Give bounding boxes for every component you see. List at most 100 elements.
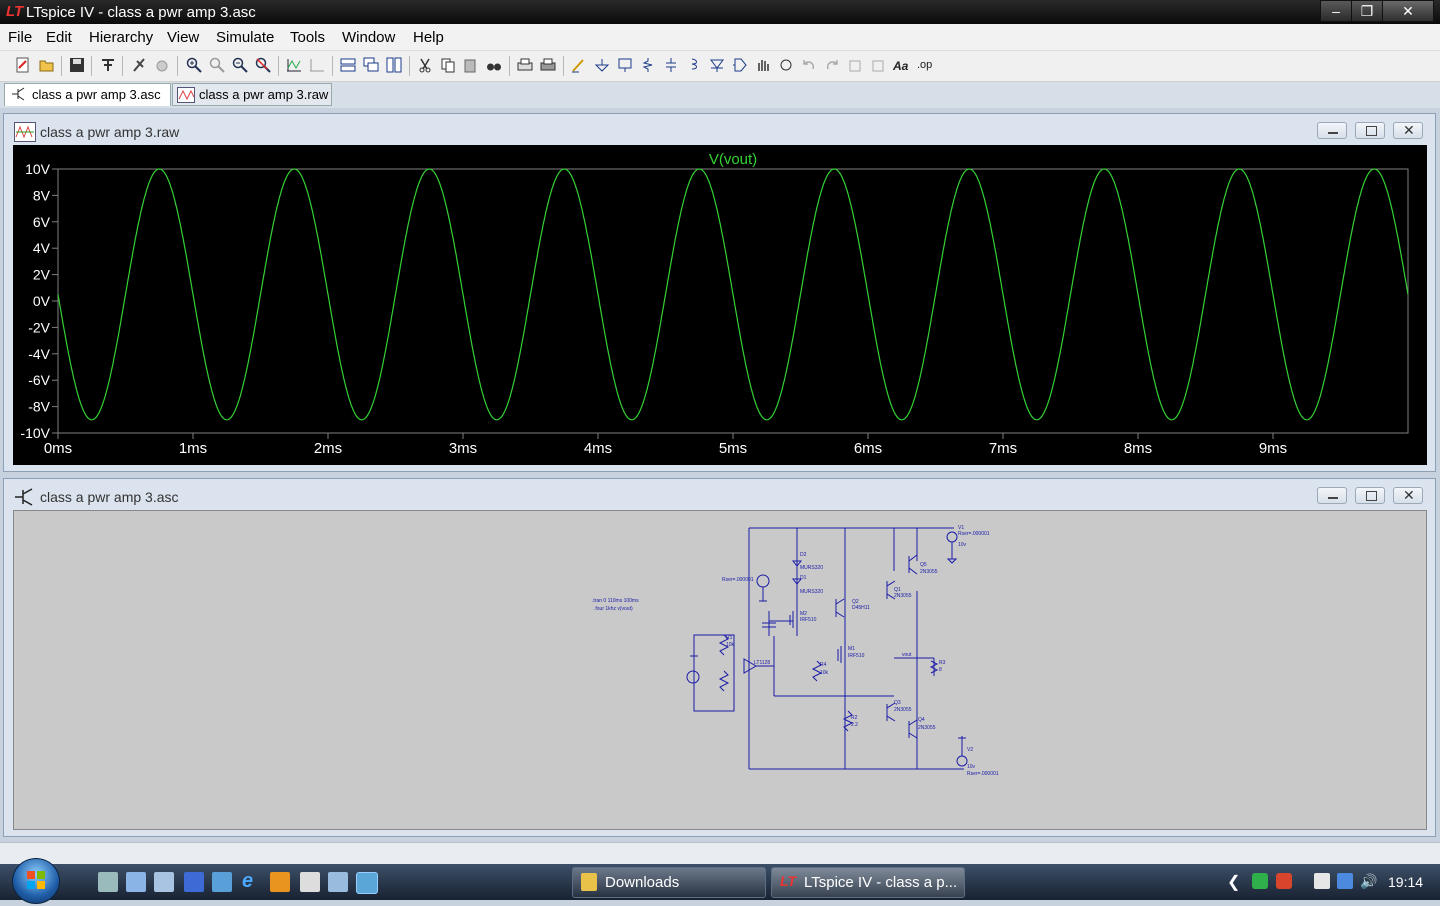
r1-label: R1: [726, 635, 733, 641]
waveform-icon: [177, 87, 195, 103]
bias-rser: Rser=.000001: [722, 577, 754, 583]
tile-horizontal-icon[interactable]: [340, 57, 356, 73]
cut-icon[interactable]: [417, 57, 433, 73]
rotate-icon[interactable]: [847, 57, 863, 73]
waveform-maximize-button[interactable]: [1355, 122, 1385, 139]
tray-network-icon[interactable]: [1337, 873, 1353, 889]
pan-icon[interactable]: [209, 57, 225, 73]
menu-bar: File Edit Hierarchy View Simulate Tools …: [0, 24, 1440, 51]
taskbar-ltspice-label: LTspice IV - class a p...: [804, 874, 958, 891]
taskbar-ltspice[interactable]: LT LTspice IV - class a p...: [771, 867, 965, 898]
spice-directive-tran[interactable]: .tran 0 110ms 100ms: [592, 598, 639, 604]
internet-explorer-icon[interactable]: e: [242, 870, 254, 892]
ltspice-quicklaunch-icon[interactable]: [356, 872, 378, 894]
menu-hierarchy[interactable]: Hierarchy: [89, 29, 154, 46]
tray-check-icon[interactable]: [1252, 873, 1268, 889]
drag-hand-icon[interactable]: [778, 57, 794, 73]
waveform-window-title: class a pwr amp 3.raw: [40, 124, 180, 140]
schematic-canvas[interactable]: .tran 0 110ms 100ms .four 1khz v(vout) D…: [13, 510, 1427, 830]
schematic-window[interactable]: class a pwr amp 3.asc ✕: [3, 478, 1436, 837]
zoom-out-icon[interactable]: [232, 57, 248, 73]
schematic-drawing[interactable]: .tran 0 110ms 100ms .four 1khz v(vout) D…: [14, 511, 1428, 831]
menu-edit[interactable]: Edit: [46, 29, 72, 46]
quicklaunch-documents-icon[interactable]: [154, 872, 174, 892]
y-tick-label: 2V: [33, 267, 51, 283]
waveform-close-button[interactable]: ✕: [1393, 122, 1423, 139]
quicklaunch-window-icon[interactable]: [184, 872, 204, 892]
x-tick-label: 7ms: [989, 440, 1017, 457]
tray-expand-icon[interactable]: ❮: [1227, 874, 1241, 891]
menu-simulate[interactable]: Simulate: [216, 29, 275, 46]
menu-tools[interactable]: Tools: [290, 29, 326, 46]
diode-icon[interactable]: [709, 57, 725, 73]
save-icon[interactable]: [69, 57, 85, 73]
grid-icon[interactable]: [309, 57, 325, 73]
close-button[interactable]: ✕: [1382, 0, 1434, 22]
x-tick-label: 4ms: [584, 440, 612, 457]
tile-vertical-icon[interactable]: [386, 57, 402, 73]
control-panel-icon[interactable]: [100, 57, 116, 73]
capacitor-icon[interactable]: [663, 57, 679, 73]
r4-value: 10k: [820, 670, 829, 676]
document-tab-bar: class a pwr amp 3.asc class a pwr amp 3.…: [0, 82, 1440, 108]
taskbar-downloads[interactable]: Downloads: [572, 867, 766, 898]
zoom-fit-icon[interactable]: [255, 57, 271, 73]
copy-icon[interactable]: [440, 57, 456, 73]
ground-icon[interactable]: [594, 57, 610, 73]
undo-icon[interactable]: [801, 57, 817, 73]
schematic-icon: [12, 87, 25, 101]
d1-label: D1: [800, 575, 807, 581]
windows-logo-icon: [27, 871, 45, 889]
tray-antivirus-icon[interactable]: [1276, 873, 1292, 889]
media-player-icon[interactable]: [270, 872, 290, 892]
schematic-maximize-button[interactable]: [1355, 487, 1385, 504]
print-icon[interactable]: [540, 57, 556, 73]
menu-file[interactable]: File: [8, 29, 33, 46]
find-binoculars-icon[interactable]: [486, 57, 502, 73]
new-schematic-icon[interactable]: [15, 57, 31, 73]
autorange-icon[interactable]: [286, 57, 302, 73]
quicklaunch-app-icon[interactable]: [328, 872, 348, 892]
quicklaunch-desktop-icon[interactable]: [98, 872, 118, 892]
maximize-button[interactable]: ❐: [1351, 0, 1383, 22]
quicklaunch-explorer-icon[interactable]: [126, 872, 146, 892]
y-tick-label: 0V: [33, 293, 51, 309]
tray-volume-icon[interactable]: 🔊: [1360, 873, 1378, 889]
minimize-button[interactable]: –: [1320, 0, 1352, 22]
menu-view[interactable]: View: [167, 29, 200, 46]
inductor-icon[interactable]: [686, 57, 702, 73]
tray-battery-icon[interactable]: [1314, 873, 1330, 889]
zoom-in-icon[interactable]: [186, 57, 202, 73]
move-hand-icon[interactable]: [755, 57, 771, 73]
open-folder-icon[interactable]: [39, 57, 55, 73]
text-icon[interactable]: Aa: [893, 59, 909, 73]
menu-window[interactable]: Window: [342, 29, 396, 46]
resistor-icon[interactable]: [640, 57, 656, 73]
tab-schematic[interactable]: class a pwr amp 3.asc: [4, 83, 171, 106]
label-net-icon[interactable]: [617, 57, 633, 73]
halt-hand-icon[interactable]: [154, 57, 170, 73]
q5-label: Q5: [920, 562, 927, 568]
paste-icon[interactable]: [463, 57, 479, 73]
component-icon[interactable]: [732, 57, 748, 73]
spice-directive-four[interactable]: .four 1khz v(vout): [594, 606, 633, 612]
run-icon[interactable]: [131, 57, 147, 73]
waveform-minimize-button[interactable]: [1317, 122, 1347, 139]
start-button[interactable]: [12, 858, 60, 904]
print-preview-icon[interactable]: [517, 57, 533, 73]
menu-help[interactable]: Help: [413, 29, 444, 46]
spice-directive-icon[interactable]: .op: [917, 59, 933, 71]
cascade-icon[interactable]: [363, 57, 379, 73]
redo-icon[interactable]: [824, 57, 840, 73]
plot-frame: [57, 168, 1409, 434]
mirror-icon[interactable]: [870, 57, 886, 73]
tab-waveform[interactable]: class a pwr amp 3.raw: [172, 83, 332, 106]
schematic-minimize-button[interactable]: [1317, 487, 1347, 504]
quicklaunch-switch-icon[interactable]: [212, 872, 232, 892]
schematic-close-button[interactable]: ✕: [1393, 487, 1423, 504]
notepad-icon[interactable]: [300, 872, 320, 892]
draw-wire-icon[interactable]: [571, 57, 587, 73]
